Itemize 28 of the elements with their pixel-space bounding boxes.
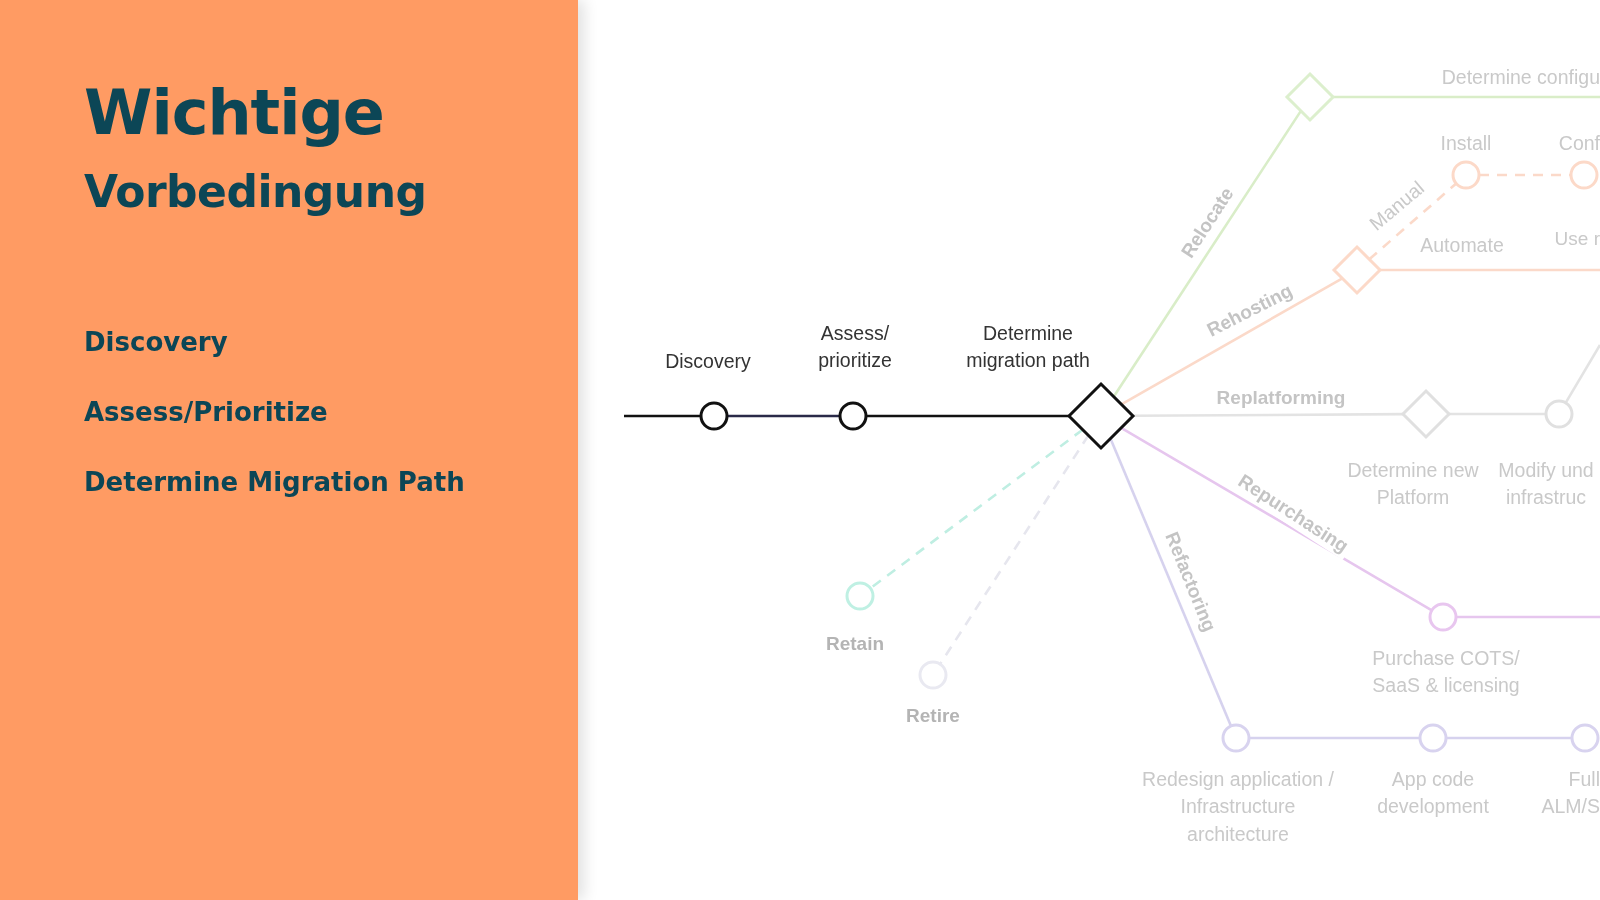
connector-line xyxy=(1120,426,1433,612)
step-label: Retain xyxy=(824,632,886,656)
step-label: Discovery xyxy=(664,349,752,374)
step-label: Retire xyxy=(905,704,961,728)
connector-line xyxy=(1380,268,1600,272)
connector-line xyxy=(1456,615,1600,619)
connector-line xyxy=(1249,736,1420,740)
list-item: Determine Migration Path xyxy=(84,467,465,497)
connector-line xyxy=(1120,277,1343,406)
heading: Wichtige xyxy=(84,76,384,149)
connector-line xyxy=(1132,412,1404,418)
dashed-connector xyxy=(1368,182,1458,261)
dashed-connector xyxy=(938,434,1090,665)
list-item: Assess/Prioritize xyxy=(84,397,328,427)
list-item: Discovery xyxy=(84,327,228,357)
connector-line xyxy=(727,414,840,418)
connector-line xyxy=(866,414,1069,418)
dashed-connector xyxy=(1479,173,1571,177)
step-label: Determine migration path xyxy=(965,321,1091,374)
connector-line xyxy=(1333,95,1600,99)
connector-line xyxy=(1109,438,1233,727)
connector-line xyxy=(1446,736,1572,740)
dashed-connector xyxy=(869,428,1084,590)
connector-line xyxy=(624,414,701,418)
connector-line xyxy=(1564,344,1600,404)
subheading: Vorbedingung xyxy=(84,166,427,217)
step-label: Assess/ prioritize xyxy=(817,321,893,374)
connector-line xyxy=(1112,110,1302,398)
